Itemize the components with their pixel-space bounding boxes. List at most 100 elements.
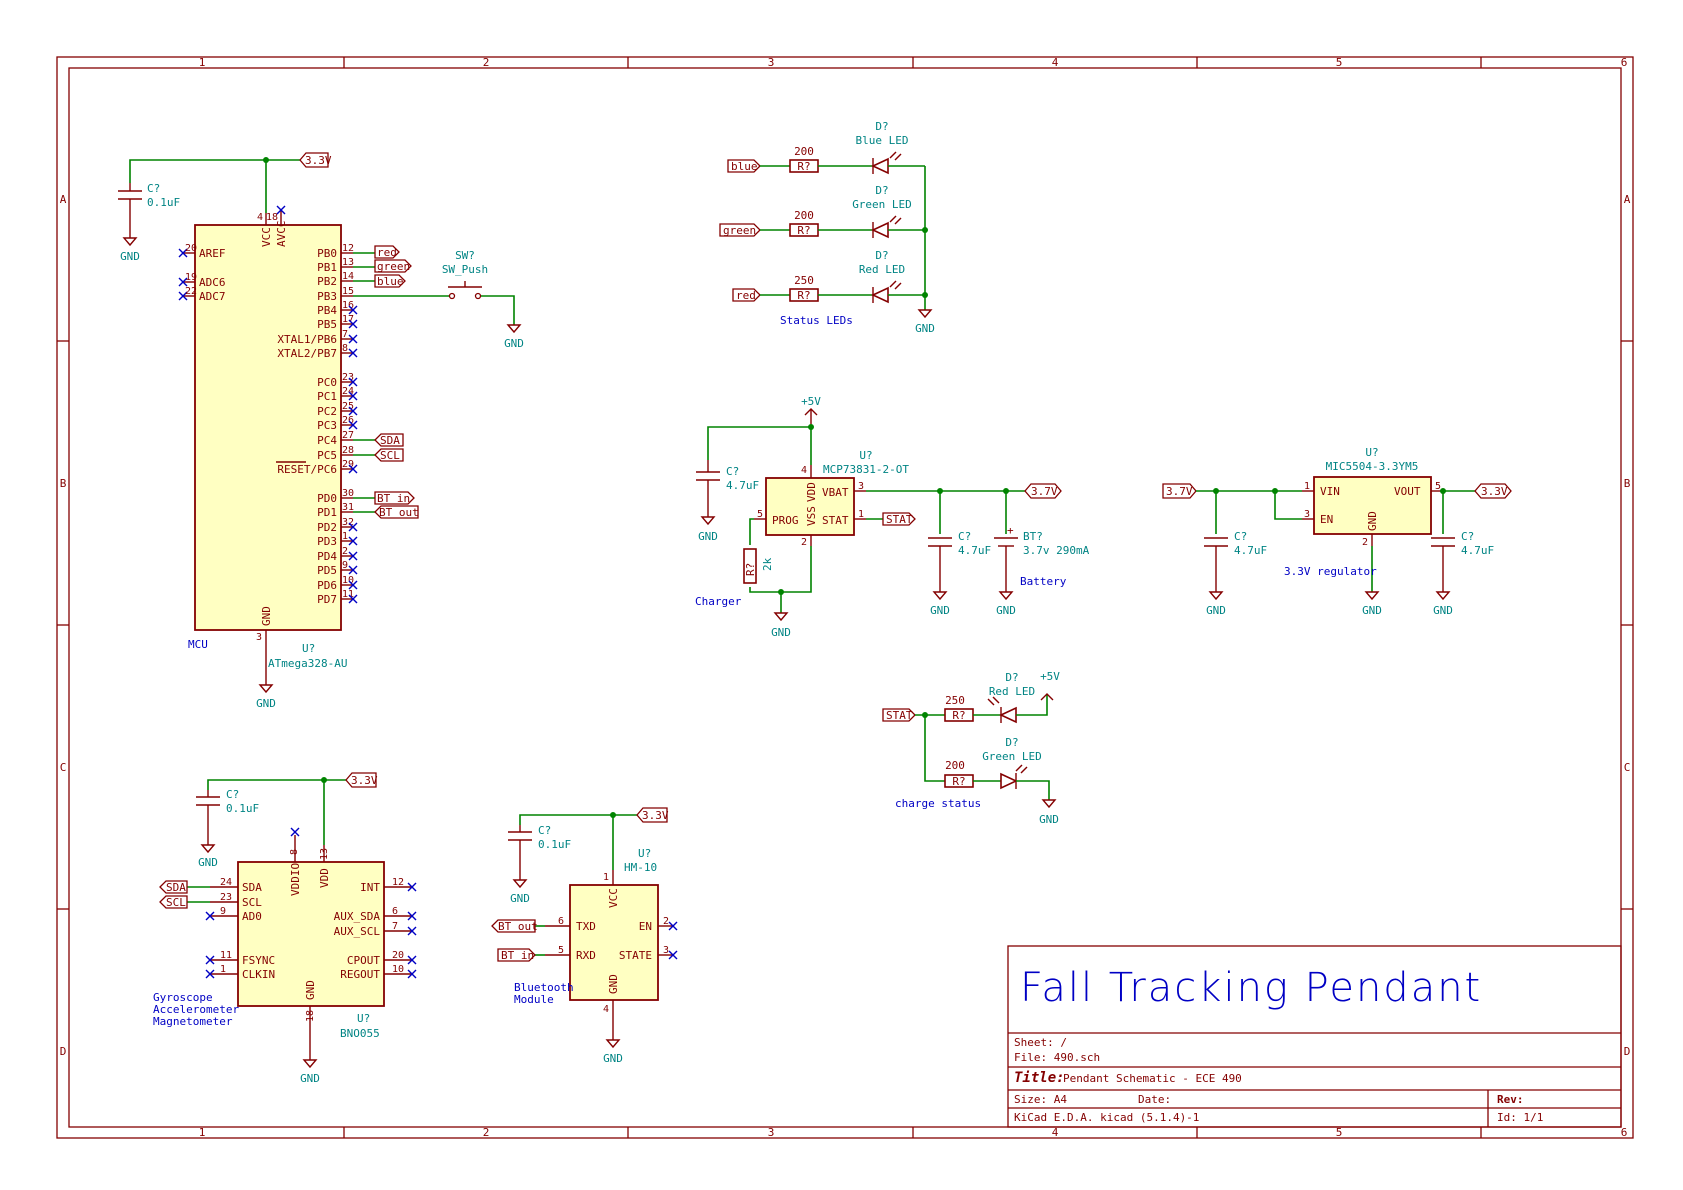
status-row-label: green: [723, 224, 756, 237]
charge-status-section: STAT R? 250 +5V D? Red LED R? 200: [882, 670, 1060, 826]
capacitor-symbol: [1431, 537, 1455, 592]
capacitor-symbol: [928, 537, 952, 592]
power-label-3v3: [636, 807, 668, 823]
regulator-note: 3.3V regulator: [1284, 565, 1377, 578]
capacitor-symbol: [508, 825, 532, 880]
pin-name: PD7: [317, 593, 337, 606]
sheet-date: Date:: [1138, 1093, 1171, 1106]
pin-name: PC4: [317, 434, 337, 447]
row-label: C: [1624, 761, 1631, 774]
pin-name: PD4: [317, 550, 337, 563]
power-3v7-text: 3.7V: [1031, 485, 1058, 498]
pin-number: 4: [603, 1004, 609, 1015]
pin-number: 30: [342, 488, 354, 499]
imu-section: 3.3V C? 0.1uF GND 8 13 VDDIO VDD 18 GND …: [153, 772, 417, 1085]
net-label-scl-imu: [159, 895, 188, 909]
battery-value: 3.7v 290mA: [1023, 544, 1090, 557]
gnd-symbol: [917, 309, 933, 319]
gnd-symbol: [506, 324, 522, 334]
pin-name: STAT: [822, 514, 849, 527]
pin-name: ADC6: [199, 276, 226, 289]
led-ref: D?: [875, 120, 888, 133]
row-label: B: [60, 477, 67, 490]
pin-number: 7: [342, 329, 348, 340]
gnd-label: GND: [915, 322, 935, 335]
bluetooth-ref: U?: [638, 847, 651, 860]
capacitor-symbol: [696, 460, 720, 517]
col-label: 3: [768, 1126, 775, 1139]
pin-name: PC2: [317, 405, 337, 418]
pin-number: 1: [342, 531, 348, 542]
net-label-red-in: [732, 288, 761, 302]
led-ray: [889, 151, 897, 159]
gnd-label: GND: [1039, 813, 1059, 826]
imu-note-line: Accelerometer: [153, 1003, 239, 1016]
bluetooth-note-line: Module: [514, 993, 554, 1006]
pin-number: 9: [342, 560, 348, 571]
res-ref: R?: [797, 224, 810, 237]
charger-section: +5V C? 4.7uF GND 4 VDD VSS VBAT STAT PRO…: [695, 395, 1090, 639]
pin-name: PD3: [317, 535, 337, 548]
pin-name: PB4: [317, 304, 337, 317]
gnd-label: GND: [996, 604, 1016, 617]
pin-name: PB1: [317, 261, 337, 274]
res-value: 250: [945, 694, 965, 707]
pin-number: 29: [342, 459, 354, 470]
sheet-path: Sheet: /: [1014, 1036, 1067, 1049]
pin-number: 25: [342, 401, 354, 412]
pin-name: VCC: [607, 888, 620, 908]
row-label: A: [60, 193, 67, 206]
pin-name: STATE: [619, 949, 652, 962]
gnd-symbol: [1364, 591, 1380, 601]
cap-value: 4.7uF: [726, 479, 759, 492]
no-connect-mark: [205, 955, 215, 965]
col-label: 3: [768, 56, 775, 69]
pin-name: PB5: [317, 318, 337, 331]
gnd-label: GND: [698, 530, 718, 543]
led-green-symbol: [1000, 764, 1028, 790]
row-label: D: [1624, 1045, 1631, 1058]
cap-ref: C?: [147, 182, 160, 195]
pin-name: AUX_SDA: [334, 910, 381, 923]
sheet-big-title: Fall Tracking Pendant: [1020, 965, 1482, 1011]
net-label-green-text: green: [377, 260, 410, 273]
bno055-chip: [237, 861, 385, 1007]
pin-name: CLKIN: [242, 968, 275, 981]
net-label-stat-in: [882, 708, 916, 722]
cap-value: 0.1uF: [226, 802, 259, 815]
net-label-bt-in-text: BT_in: [501, 949, 534, 962]
pin-name: PC0: [317, 376, 337, 389]
no-connect-mark: [205, 969, 215, 979]
pin-name: FSYNC: [242, 954, 275, 967]
res-value: 200: [794, 209, 814, 222]
gnd-symbol: [605, 1039, 621, 1049]
gnd-symbol: [512, 879, 528, 889]
battery-symbol: +: [994, 524, 1018, 592]
gnd-label: GND: [771, 626, 791, 639]
pin-number: 9: [220, 906, 226, 917]
net-label-red-text: red: [377, 246, 397, 259]
pin-number: 10: [392, 964, 404, 975]
net-label-bt-in: [374, 491, 415, 505]
cap-ref: C?: [226, 788, 239, 801]
net-label-blue: [374, 274, 406, 288]
led-ref: D?: [875, 184, 888, 197]
net-label-bt-out-text: BT_out: [498, 920, 538, 933]
cap-ref: C?: [726, 465, 739, 478]
pin-number: 3: [256, 632, 262, 643]
pin-number: 8: [342, 343, 348, 354]
mcu-ref: U?: [302, 642, 315, 655]
pin-name: AD0: [242, 910, 262, 923]
pin-name: VBAT: [822, 486, 849, 499]
pin-name: PC1: [317, 390, 337, 403]
net-label-scl: [374, 448, 404, 462]
net-label-bt-in-bt: [497, 948, 536, 962]
col-label: 1: [199, 1126, 206, 1139]
pin-name: RESET/PC6: [277, 463, 337, 476]
pin-number: 26: [342, 415, 354, 426]
gnd-label: GND: [1433, 604, 1453, 617]
net-label-stat: [882, 512, 916, 526]
cap-value: 4.7uF: [1234, 544, 1267, 557]
cap-value: 4.7uF: [1461, 544, 1494, 557]
